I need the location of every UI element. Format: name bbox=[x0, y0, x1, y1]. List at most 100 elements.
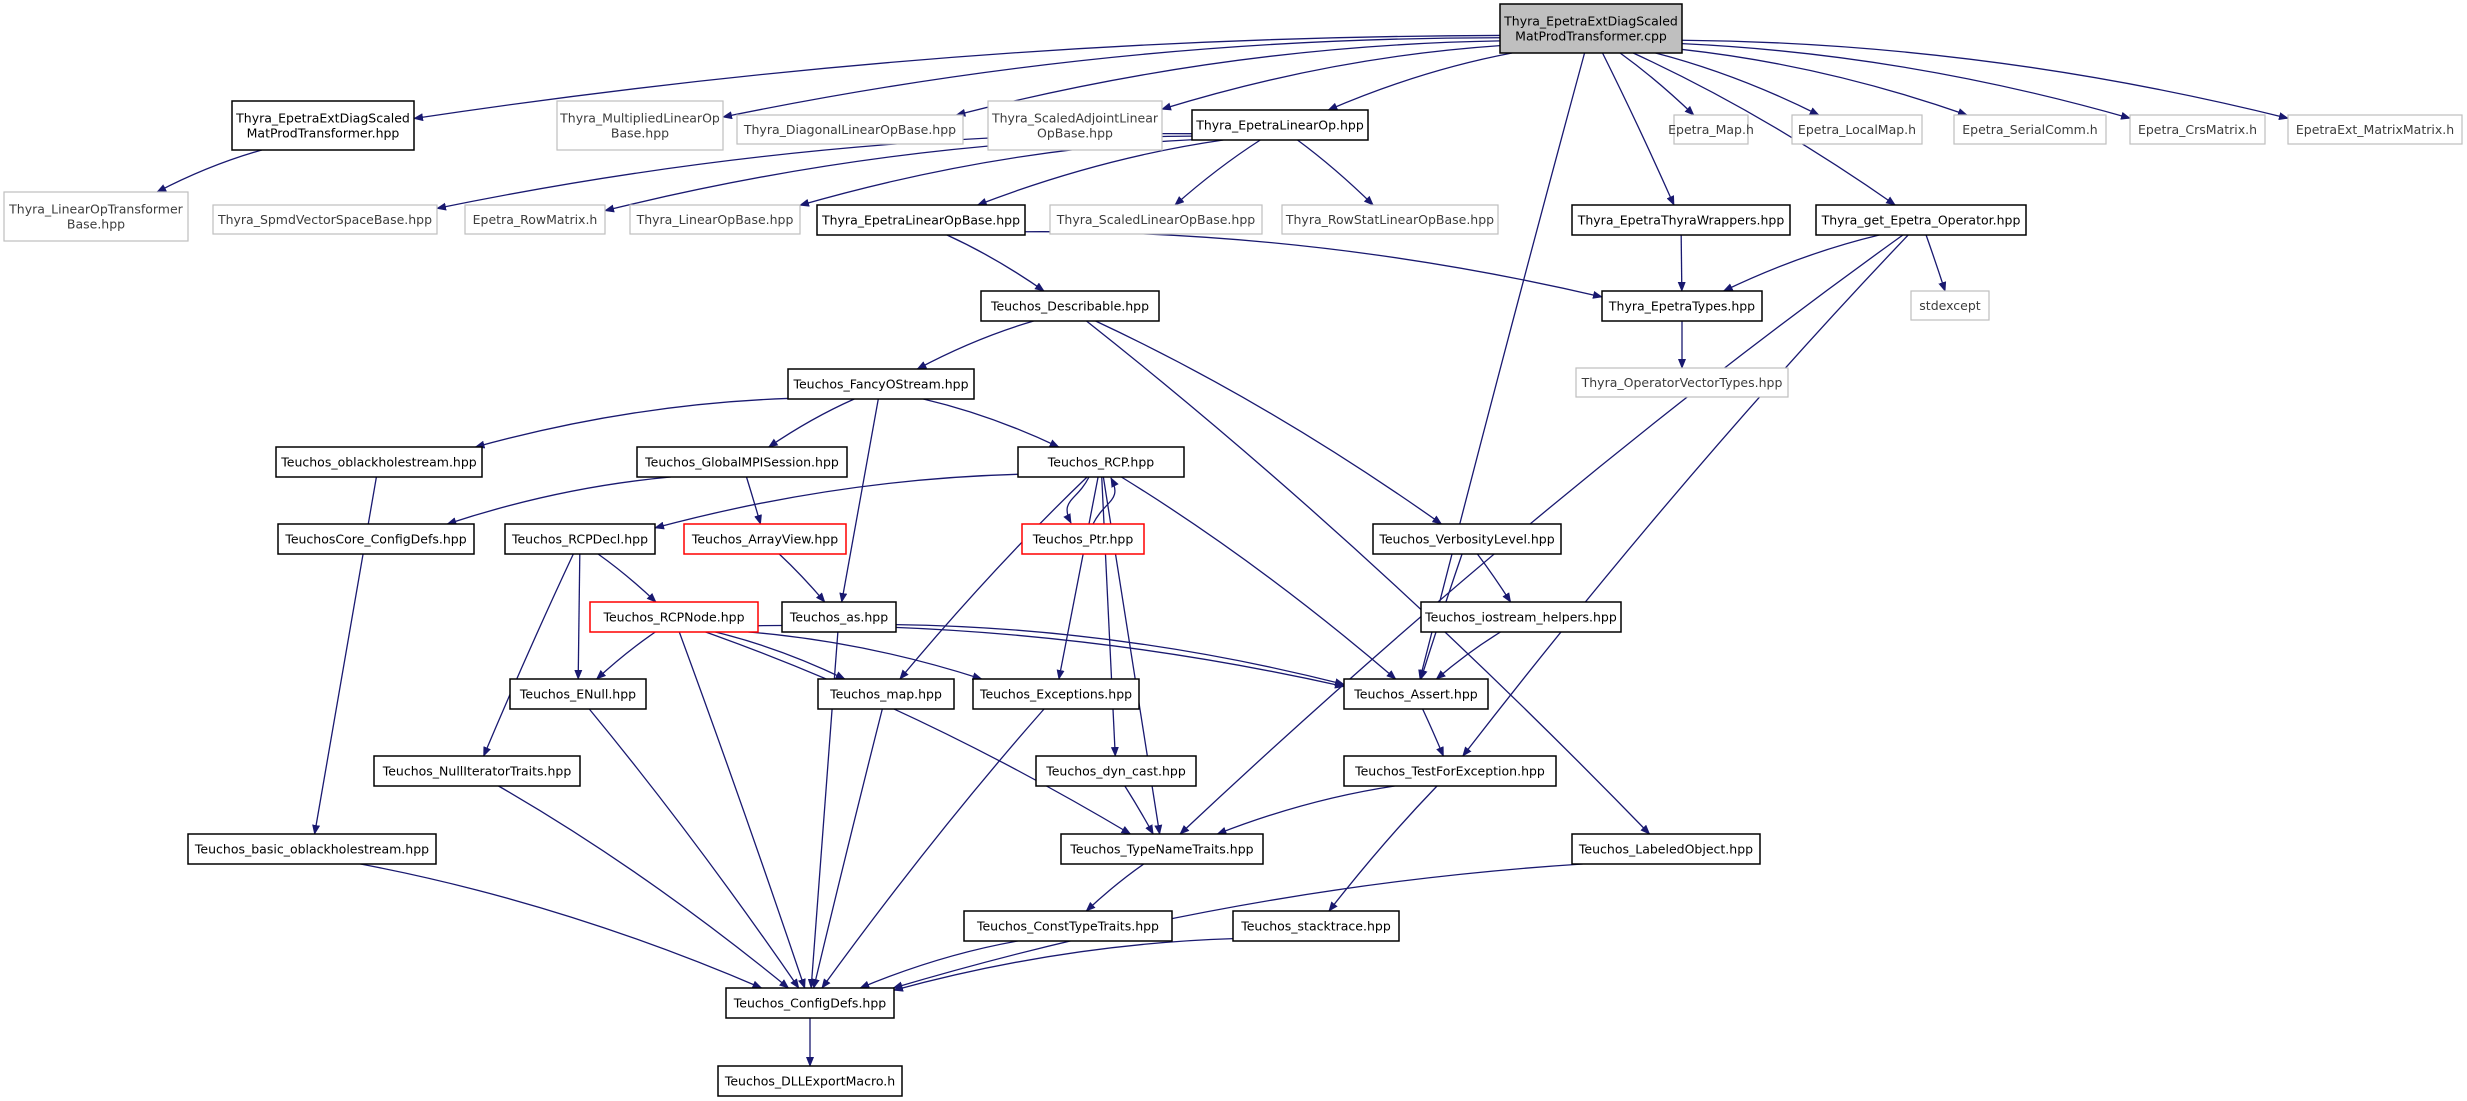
edge-rcp-to-assert bbox=[1121, 476, 1397, 680]
node-label: Thyra_SpmdVectorSpaceBase.hpp bbox=[217, 212, 432, 227]
node-label: Teuchos_iostream_helpers.hpp bbox=[1424, 610, 1617, 625]
node-ptr[interactable]: Teuchos_Ptr.hpp bbox=[1021, 523, 1145, 555]
node-map[interactable]: Teuchos_map.hpp bbox=[817, 678, 955, 710]
node-epetra_localmap: Epetra_LocalMap.h bbox=[1791, 114, 1923, 145]
edge-root-to-assert bbox=[1418, 52, 1586, 680]
node-verbosity[interactable]: Teuchos_VerbosityLevel.hpp bbox=[1372, 523, 1562, 555]
node-fancyostream[interactable]: Teuchos_FancyOStream.hpp bbox=[787, 368, 975, 400]
node-getop[interactable]: Thyra_get_Epetra_Operator.hpp bbox=[1815, 204, 2027, 236]
edge-globalmpi-to-coreconfig bbox=[446, 476, 671, 525]
node-box bbox=[816, 204, 1026, 236]
edge-fancyostream-to-globalmpi bbox=[767, 398, 855, 448]
node-root[interactable]: Thyra_EpetraExtDiagScaledMatProdTransfor… bbox=[1499, 3, 1683, 54]
node-box bbox=[736, 114, 964, 145]
node-exceptions[interactable]: Teuchos_Exceptions.hpp bbox=[972, 678, 1140, 710]
node-label: Teuchos_NullIteratorTraits.hpp bbox=[382, 764, 572, 779]
node-box bbox=[275, 446, 483, 478]
node-label: Teuchos_Ptr.hpp bbox=[1032, 532, 1134, 547]
node-diagscaled_hpp[interactable]: Thyra_EpetraExtDiagScaledMatProdTransfor… bbox=[231, 100, 415, 151]
node-stdexcept: stdexcept bbox=[1910, 290, 1990, 321]
node-box bbox=[781, 601, 897, 633]
node-box bbox=[1049, 204, 1263, 235]
edge-epetralinopbase-to-describable bbox=[946, 234, 1045, 292]
node-stacktrace[interactable]: Teuchos_stacktrace.hpp bbox=[1232, 910, 1400, 942]
node-label: Teuchos_RCPDecl.hpp bbox=[511, 532, 648, 547]
node-label: OpBase.hpp bbox=[1037, 126, 1113, 141]
node-box bbox=[231, 100, 415, 151]
node-dyncast[interactable]: Teuchos_dyn_cast.hpp bbox=[1035, 755, 1197, 787]
node-label: Base.hpp bbox=[611, 126, 669, 141]
node-label: Teuchos_TypeNameTraits.hpp bbox=[1069, 842, 1253, 857]
node-coreconfig[interactable]: TeuchosCore_ConfigDefs.hpp bbox=[277, 523, 475, 555]
node-epetralinearop[interactable]: Thyra_EpetraLinearOp.hpp bbox=[1191, 109, 1369, 141]
node-box bbox=[3, 191, 189, 242]
node-label: Teuchos_RCP.hpp bbox=[1047, 455, 1155, 470]
edge-verbosity-to-iostreamhelpers bbox=[1476, 553, 1512, 603]
node-nulliter[interactable]: Teuchos_NullIteratorTraits.hpp bbox=[373, 755, 581, 787]
node-rcpnode[interactable]: Teuchos_RCPNode.hpp bbox=[589, 601, 759, 633]
node-rcpdecl[interactable]: Teuchos_RCPDecl.hpp bbox=[504, 523, 656, 555]
node-configdefs[interactable]: Teuchos_ConfigDefs.hpp bbox=[725, 987, 895, 1019]
edge-diagscaled_hpp-to-linopxform bbox=[156, 149, 263, 193]
node-testforexc[interactable]: Teuchos_TestForException.hpp bbox=[1343, 755, 1557, 787]
node-labeled[interactable]: Teuchos_LabeledObject.hpp bbox=[1571, 833, 1761, 865]
node-label: Teuchos_VerbosityLevel.hpp bbox=[1378, 532, 1554, 547]
edge-testforexc-to-stacktrace bbox=[1328, 785, 1438, 912]
node-enull[interactable]: Teuchos_ENull.hpp bbox=[509, 678, 647, 710]
node-epetralinopbase[interactable]: Thyra_EpetraLinearOpBase.hpp bbox=[816, 204, 1026, 236]
node-epetraext_matrixmatrix: EpetraExt_MatrixMatrix.h bbox=[2287, 114, 2463, 145]
node-iostreamhelpers[interactable]: Teuchos_iostream_helpers.hpp bbox=[1420, 601, 1622, 633]
node-as[interactable]: Teuchos_as.hpp bbox=[781, 601, 897, 633]
node-globalmpi[interactable]: Teuchos_GlobalMPISession.hpp bbox=[636, 446, 848, 478]
node-thyrawrappers[interactable]: Thyra_EpetraThyraWrappers.hpp bbox=[1571, 204, 1791, 236]
edge-rcpdecl-to-enull bbox=[574, 553, 583, 680]
node-box bbox=[212, 204, 438, 235]
edge-stacktrace-to-configdefs bbox=[893, 937, 1234, 992]
node-box bbox=[187, 833, 437, 865]
node-describable[interactable]: Teuchos_Describable.hpp bbox=[980, 290, 1160, 322]
edge-fancyostream-to-as bbox=[839, 398, 879, 603]
edge-describable-to-fancyostream bbox=[916, 320, 1034, 370]
node-box bbox=[636, 446, 848, 478]
node-label: Epetra_RowMatrix.h bbox=[473, 212, 598, 227]
edge-getop-to-epetratypes bbox=[1722, 234, 1880, 292]
node-label: Thyra_DiagonalLinearOpBase.hpp bbox=[743, 122, 956, 137]
edge-rcp-to-dyncast bbox=[1101, 476, 1119, 757]
edge-epetralinopbase-to-epetratypes bbox=[1024, 231, 1603, 299]
node-box bbox=[1953, 114, 2107, 145]
node-label: Teuchos_dyn_cast.hpp bbox=[1045, 764, 1186, 779]
node-label: Teuchos_Exceptions.hpp bbox=[979, 687, 1132, 702]
node-label: Teuchos_as.hpp bbox=[789, 610, 888, 625]
node-rowmatrix: Epetra_RowMatrix.h bbox=[464, 204, 606, 235]
node-box bbox=[1191, 109, 1369, 141]
node-consttype[interactable]: Teuchos_ConstTypeTraits.hpp bbox=[963, 910, 1173, 942]
node-arrayview[interactable]: Teuchos_ArrayView.hpp bbox=[683, 523, 847, 555]
node-box bbox=[1499, 3, 1683, 54]
node-box bbox=[556, 100, 724, 151]
node-label: Thyra_EpetraExtDiagScaled bbox=[1503, 14, 1678, 29]
node-label: Epetra_CrsMatrix.h bbox=[2138, 122, 2257, 137]
edge-epetralinearop-to-rowstat bbox=[1297, 139, 1374, 206]
edge-as-to-assert bbox=[895, 623, 1345, 687]
node-rcp[interactable]: Teuchos_RCP.hpp bbox=[1017, 446, 1185, 478]
node-box bbox=[373, 755, 581, 787]
node-epetratypes[interactable]: Thyra_EpetraTypes.hpp bbox=[1601, 290, 1763, 322]
node-box bbox=[817, 678, 955, 710]
node-label: MatProdTransformer.cpp bbox=[1515, 29, 1667, 44]
node-box bbox=[1343, 755, 1557, 787]
node-assert[interactable]: Teuchos_Assert.hpp bbox=[1343, 678, 1489, 710]
node-box bbox=[629, 204, 801, 235]
node-basicoblack[interactable]: Teuchos_basic_oblackholestream.hpp bbox=[187, 833, 437, 865]
node-oblackhole[interactable]: Teuchos_oblackholestream.hpp bbox=[275, 446, 483, 478]
node-dllexport[interactable]: Teuchos_DLLExportMacro.h bbox=[717, 1065, 903, 1097]
node-box bbox=[464, 204, 606, 235]
node-box bbox=[2129, 114, 2266, 145]
edge-rcp-to-map bbox=[899, 476, 1088, 680]
node-typename[interactable]: Teuchos_TypeNameTraits.hpp bbox=[1060, 833, 1264, 865]
node-label: Thyra_ScaledAdjointLinear bbox=[991, 111, 1159, 126]
edge-getop-to-typename bbox=[1179, 234, 1904, 835]
node-box bbox=[1060, 833, 1264, 865]
node-epetra_map: Epetra_Map.h bbox=[1668, 114, 1754, 145]
edge-getop-to-testforexc bbox=[1462, 234, 1909, 757]
